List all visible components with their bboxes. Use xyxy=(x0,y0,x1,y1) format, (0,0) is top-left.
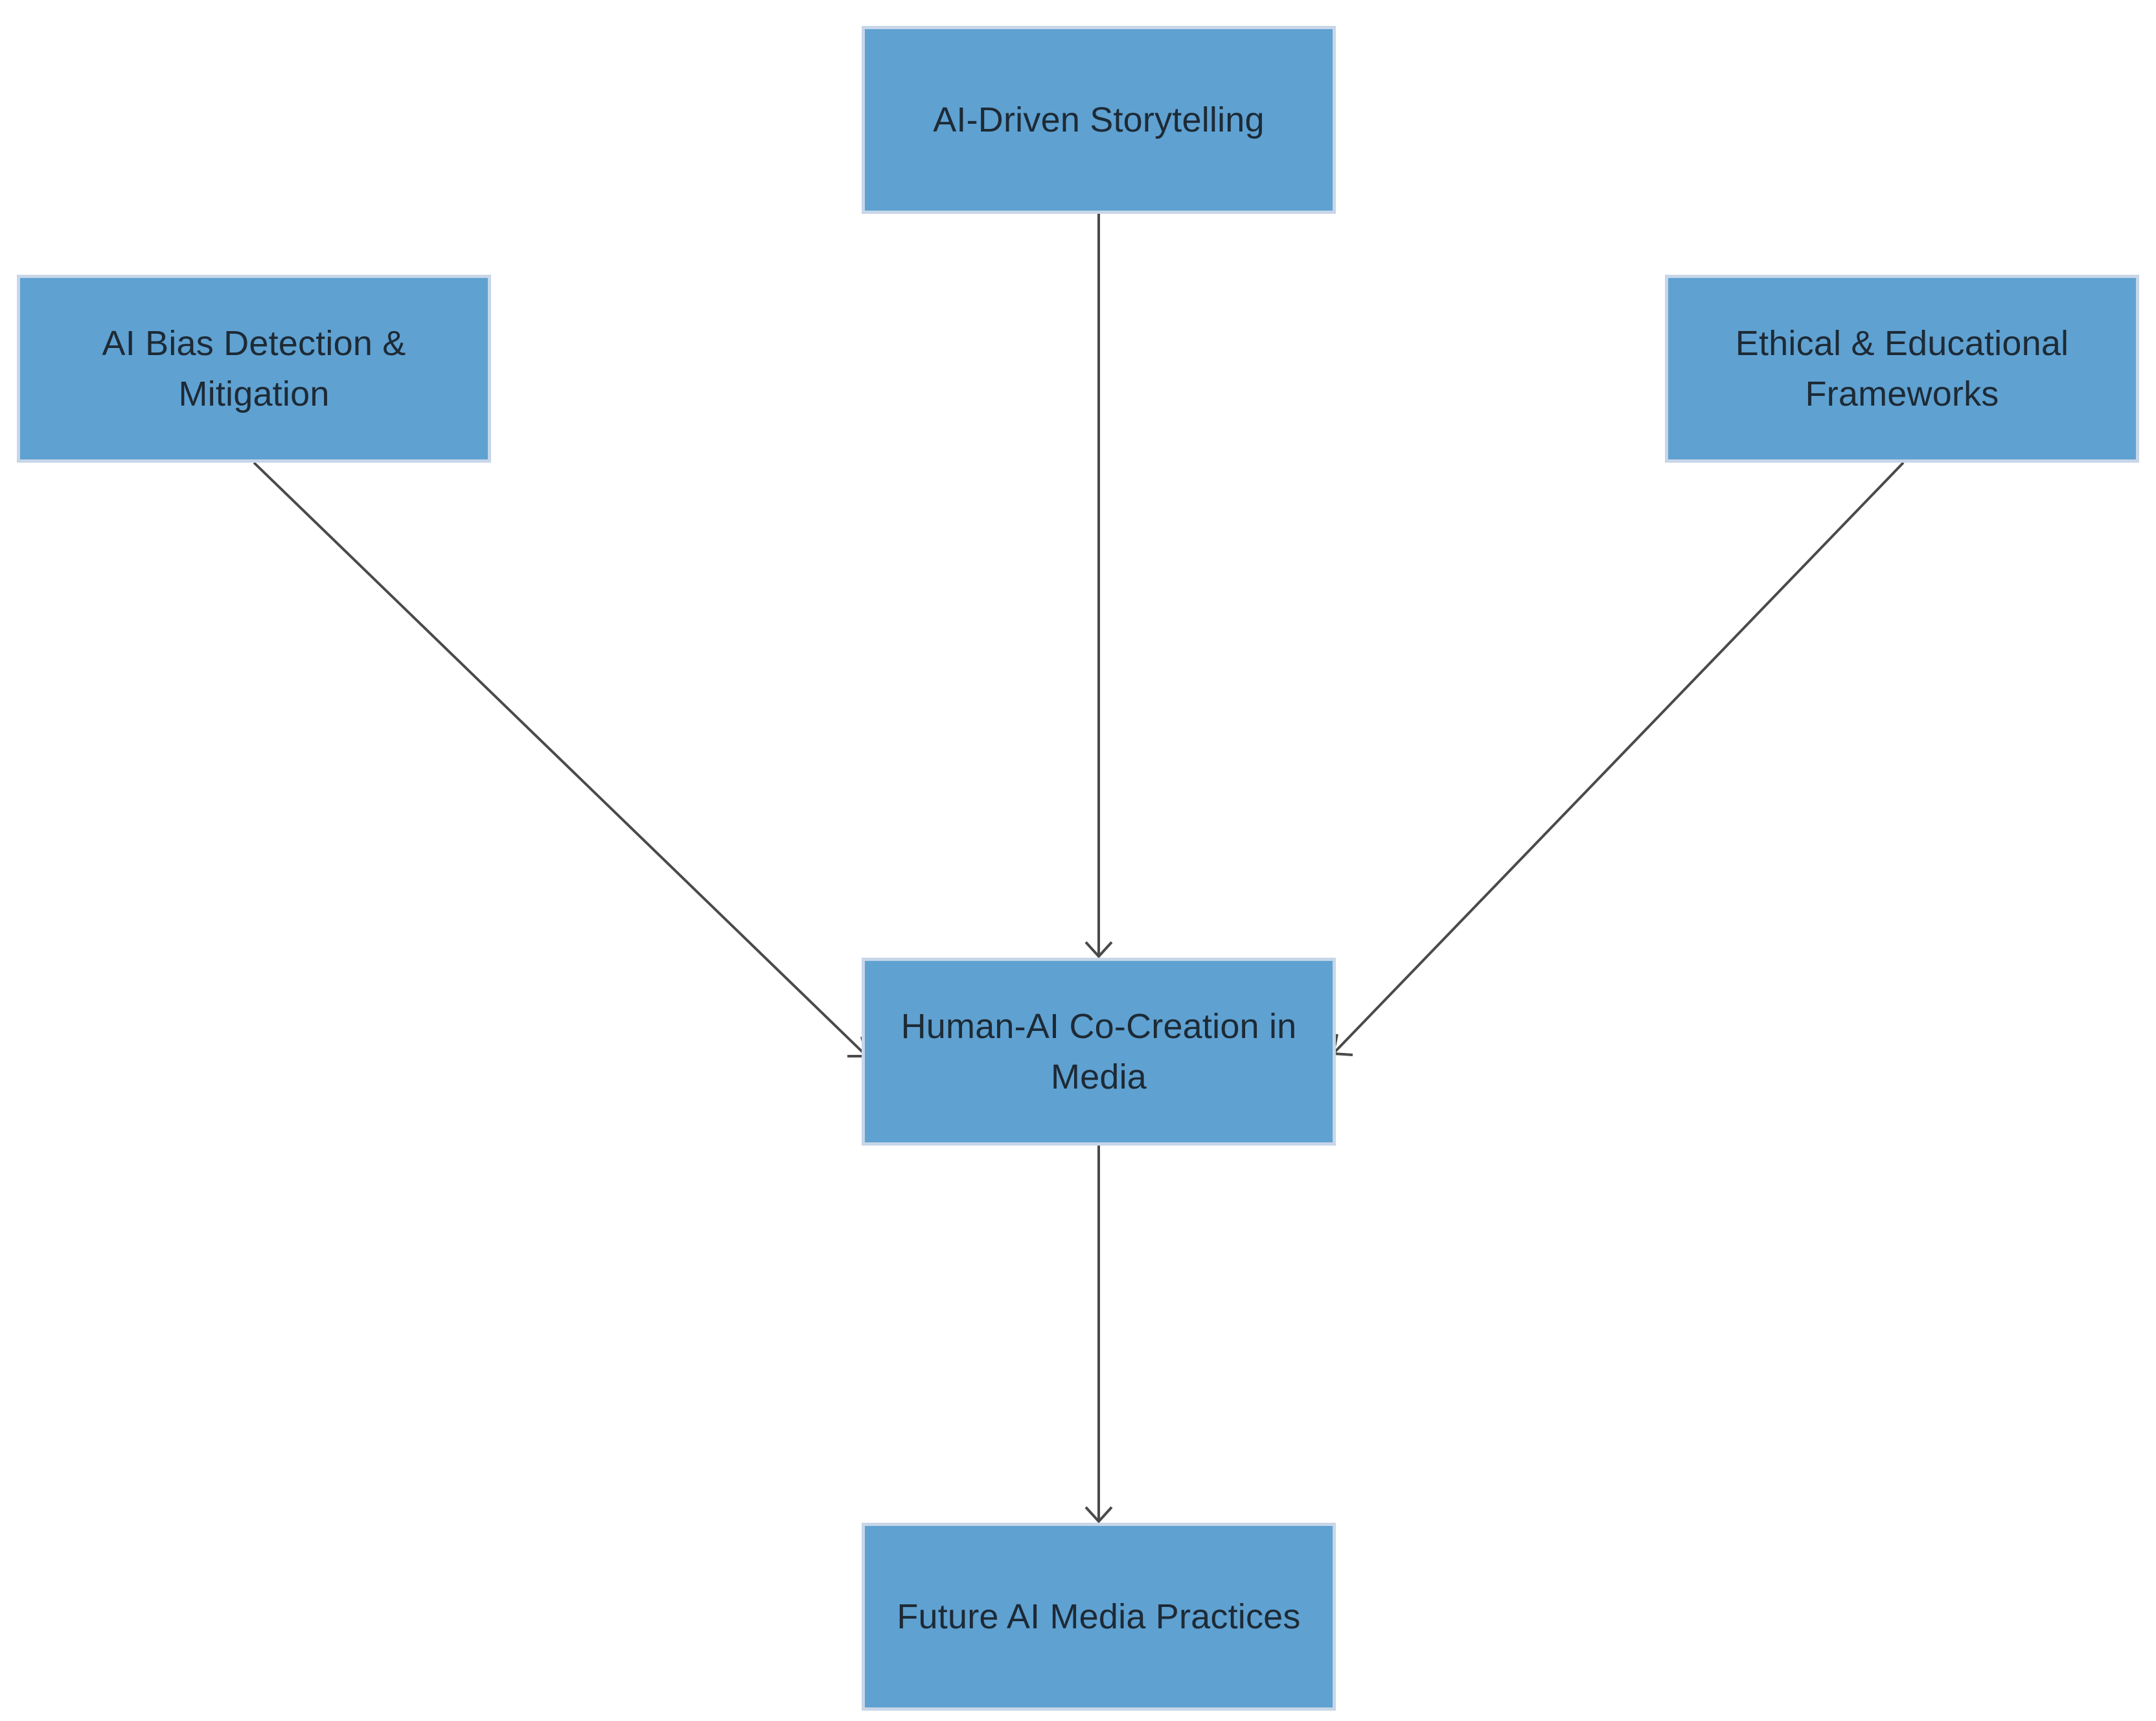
arrowhead xyxy=(1084,941,1113,958)
node-ethical-educational-frameworks: Ethical & Educational Frameworks xyxy=(1665,275,2139,463)
node-label: Human-AI Co-Creation in Media xyxy=(900,1006,1297,1096)
node-label: Ethical & Educational Frameworks xyxy=(1735,323,2069,413)
node-future-ai-media-practices: Future AI Media Practices xyxy=(862,1523,1336,1711)
node-label: AI-Driven Storytelling xyxy=(933,100,1265,139)
node-label: AI Bias Detection & Mitigation xyxy=(102,323,406,413)
node-ai-driven-storytelling: AI-Driven Storytelling xyxy=(862,26,1336,214)
node-human-ai-co-creation: Human-AI Co-Creation in Media xyxy=(862,958,1336,1146)
edge-cocreation-to-future xyxy=(1084,1146,1113,1523)
arrowhead xyxy=(1084,1506,1113,1523)
edge-bias-to-cocreation xyxy=(253,461,869,1057)
edge-storytelling-to-cocreation xyxy=(1084,214,1113,958)
node-ai-bias-detection-mitigation: AI Bias Detection & Mitigation xyxy=(17,275,491,463)
node-label: Future AI Media Practices xyxy=(897,1597,1301,1636)
edge-ethics-to-cocreation xyxy=(1331,461,1905,1056)
